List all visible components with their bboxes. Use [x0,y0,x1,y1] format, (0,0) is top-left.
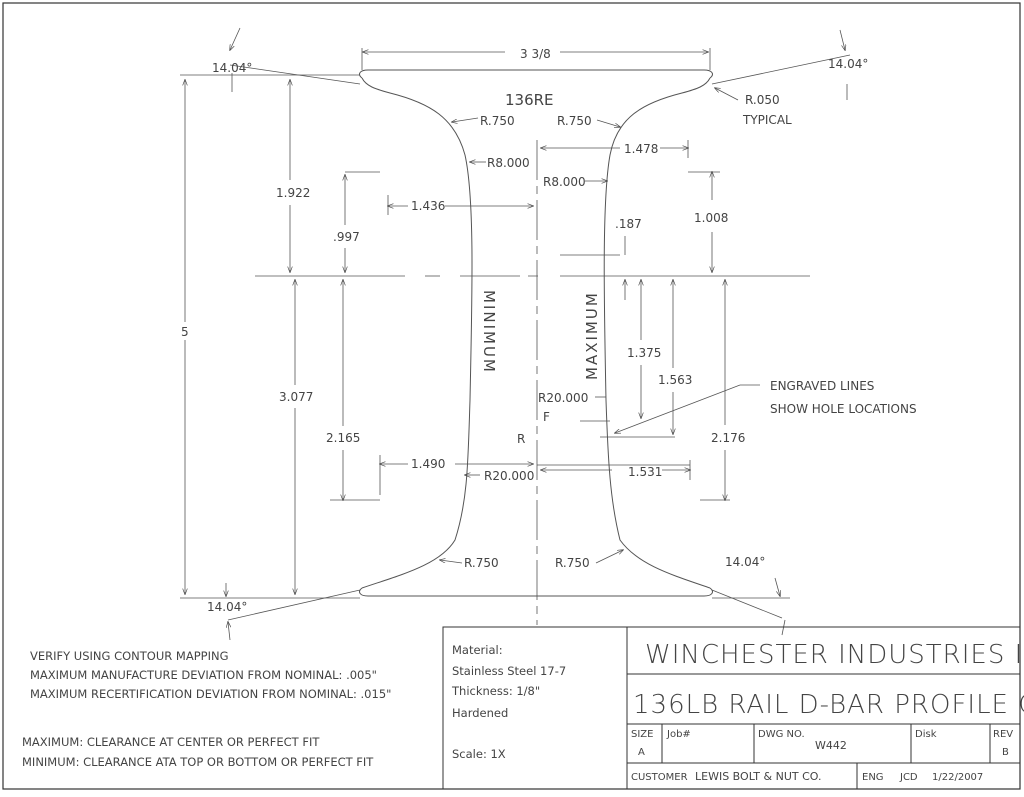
dim-right-mid-1: 1.375 [627,346,661,360]
dim-right-base-offset: 1.531 [628,465,662,479]
angle-bottom-left: 14.04° [207,600,247,614]
dim-top-width: 3 3/8 [520,47,551,61]
drawing-title: 136LB RAIL D-BAR PROFILE GAGE [633,690,1024,720]
size-value: A [638,747,645,758]
dwg-label: DWG NO. [758,729,805,740]
dim-overall-height: 5 [181,325,189,339]
radius-r8000-left: R8.000 [487,156,530,170]
customer-label: CUSTOMER [631,772,688,783]
dim-left-base-offset: 1.490 [411,457,445,471]
customer-value: LEWIS BOLT & NUT CO. [695,770,821,783]
dim-notch: .187 [615,217,642,231]
material-label: Material: [452,643,503,657]
note-verify: VERIFY USING CONTOUR MAPPING [30,649,228,663]
dim-left-web-offset: 1.436 [411,199,445,213]
hardened-value: Hardened [452,706,508,720]
radius-r20000-left: R20.000 [484,469,534,483]
radius-r750-top-left: R.750 [480,114,515,128]
dim-upper-inner-height: .997 [333,230,360,244]
eng-value: JCD [899,772,918,783]
dwg-number: W442 [815,739,847,752]
engraved-note-1: ENGRAVED LINES [770,379,874,393]
dimension-lines [180,27,851,641]
engraved-note-2: SHOW HOLE LOCATIONS [770,402,917,416]
maximum-label: MAXIMUM [583,291,601,380]
center-lines [255,140,810,625]
minimum-label: MINIMUM [480,290,498,374]
radius-r750-bottom-left: R.750 [464,556,499,570]
dim-lower-inner-height: 2.165 [326,431,360,445]
disk-label: Disk [915,729,937,740]
rail-profile [359,69,713,597]
dim-right-lower-height: 2.176 [711,431,745,445]
job-label: Job# [666,729,691,740]
radius-r050: R.050 [745,93,780,107]
part-label: 136RE [505,91,554,109]
angle-bottom-right: 14.04° [725,555,765,569]
dim-lower-height: 3.077 [279,390,313,404]
dim-right-mid-2: 1.563 [658,373,692,387]
radius-r8000-right: R8.000 [543,175,586,189]
dim-upper-height: 1.922 [276,186,310,200]
radius-r750-top-right: R.750 [557,114,592,128]
r-label: R [517,432,525,446]
rev-value: B [1002,747,1009,758]
title-block [442,626,1021,790]
radius-r750-bottom-right: R.750 [555,556,590,570]
eng-label: ENG [862,772,884,783]
rev-label: REV [993,729,1013,740]
angle-top-right: 14.04° [828,57,868,71]
note-mfg-deviation: MAXIMUM MANUFACTURE DEVIATION FROM NOMIN… [30,668,377,682]
size-label: SIZE [631,729,653,740]
radius-typical: TYPICAL [742,113,792,127]
note-min-clearance: MINIMUM: CLEARANCE ATA TOP OR BOTTOM OR … [22,755,374,769]
thickness-value: Thickness: 1/8" [451,684,540,698]
dim-right-top-offset: 1.478 [624,142,658,156]
note-max-clearance: MAXIMUM: CLEARANCE AT CENTER OR PERFECT … [22,735,320,749]
date-value: 1/22/2007 [932,772,983,783]
scale-value: Scale: 1X [452,747,506,761]
f-label: F [543,410,550,424]
angle-top-left: 14.04° [212,61,252,75]
material-value: Stainless Steel 17-7 [452,664,566,678]
note-recert-deviation: MAXIMUM RECERTIFICATION DEVIATION FROM N… [30,687,391,701]
radius-r20000-right: R20.000 [538,391,588,405]
company-name: WINCHESTER INDUSTRIES INC. [645,640,1024,670]
dim-right-upper-height: 1.008 [694,211,728,225]
